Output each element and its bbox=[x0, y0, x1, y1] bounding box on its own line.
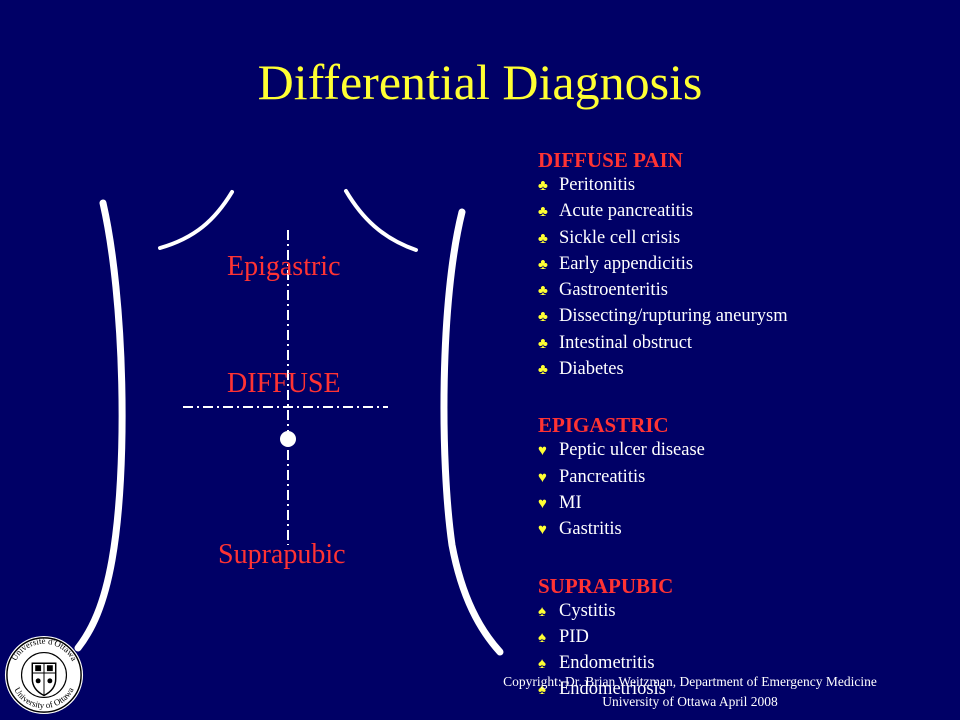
list-item-text: Endometriosis bbox=[559, 679, 666, 700]
list-item: ♣ Intestinal obstruct bbox=[538, 331, 788, 357]
list-item-text: Peptic ulcer disease bbox=[559, 440, 705, 461]
list-item: ♣ Dissecting/rupturing aneurysm bbox=[538, 304, 788, 330]
diagnosis-sections: DIFFUSE PAIN ♣ Peritonitis ♣ Acute pancrea… bbox=[538, 147, 788, 704]
list-item-text: Peritonitis bbox=[559, 175, 636, 195]
list-item: ♥ MI bbox=[538, 491, 788, 517]
list-item: ♠ Endometriosis bbox=[538, 677, 788, 703]
list-item-text: Sickle cell crisis bbox=[559, 227, 681, 248]
list-item: ♣ Early appendicitis bbox=[538, 252, 788, 278]
spade-icon: ♠ bbox=[538, 656, 546, 673]
list-item: ♠ PID bbox=[538, 625, 788, 651]
copyright-line-1: Copyright: Dr. Brian Weitzman, Departmen… bbox=[503, 674, 877, 689]
slide-title: Differential Diagnosis bbox=[257, 54, 703, 110]
list-item: ♣ Gastroenteritis bbox=[538, 278, 788, 304]
list-item: ♥ Peptic ulcer disease bbox=[538, 438, 788, 464]
heart-icon: ♥ bbox=[538, 469, 547, 486]
section-list: ♣ Peritonitis ♣ Acute pancreatitis ♣ Sickle… bbox=[538, 173, 788, 383]
list-item-text: Acute pancreatitis bbox=[559, 201, 694, 222]
torso-right-outline bbox=[440, 208, 504, 656]
list-item-text: Gastritis bbox=[559, 519, 622, 540]
list-item-text: Dissecting/rupturing aneurysm bbox=[559, 306, 788, 327]
spade-icon: ♠ bbox=[538, 629, 546, 646]
spade-icon: ♠ bbox=[538, 603, 546, 620]
list-item-text: Early appendicitis bbox=[559, 253, 694, 274]
left-rib-arc bbox=[158, 190, 234, 250]
region-label-diffuse: DIFFUSE bbox=[227, 368, 341, 399]
heart-icon: ♥ bbox=[538, 443, 547, 460]
section-heading: SUPRAPUBIC bbox=[538, 573, 674, 598]
section-list: ♠ Cystitis ♠ PID ♠ Endometritis ♠ Endometrio… bbox=[538, 599, 788, 704]
club-icon: ♣ bbox=[538, 309, 548, 326]
heart-icon: ♥ bbox=[538, 495, 547, 512]
section-list: ♥Peptic ulcer disease ♥Pancreatitis ♥MI … bbox=[538, 438, 788, 543]
spade-icon: ♠ bbox=[538, 682, 546, 699]
section-heading: DIFFUSE PAIN bbox=[538, 148, 683, 172]
list-item: ♣ Acute pancreatitis bbox=[538, 199, 788, 225]
list-item: ♣ Peritonitis bbox=[538, 173, 788, 199]
club-icon: ♣ bbox=[538, 204, 548, 221]
club-icon: ♣ bbox=[538, 335, 548, 352]
list-item: ♥ Pancreatitis bbox=[538, 465, 788, 491]
club-icon: ♣ bbox=[538, 256, 548, 273]
heart-icon: ♥ bbox=[538, 522, 547, 539]
section-heading: EPIGASTRIC bbox=[538, 413, 669, 438]
club-icon: ♣ bbox=[538, 230, 548, 247]
club-icon: ♣ bbox=[538, 362, 548, 379]
club-icon: ♣ bbox=[538, 283, 548, 300]
list-item-text: Pancreatitis bbox=[559, 466, 646, 487]
university-seal-logo: Université d'Ottawa University of Ottawa bbox=[4, 636, 84, 715]
list-item-text: PID bbox=[559, 626, 589, 647]
region-label-epigastric: Epigastric bbox=[227, 251, 341, 282]
list-item: ♣ Diabetes bbox=[538, 357, 788, 383]
copyright-line-2: University of Ottawa April 2008 bbox=[602, 694, 778, 709]
list-item-text: Gastroenteritis bbox=[559, 280, 668, 301]
section-suprapubic: SUPRAPUBIC ♠ Cystitis ♠ PID ♠ Endometritis … bbox=[538, 573, 788, 704]
list-item-text: Cystitis bbox=[559, 600, 616, 621]
umbilicus-dot bbox=[280, 431, 296, 447]
list-item-text: Intestinal obstruct bbox=[559, 332, 693, 353]
list-item-text: Endometritis bbox=[559, 653, 655, 674]
section-diffuse-pain: DIFFUSE PAIN ♣ Peritonitis ♣ Acute pancrea… bbox=[538, 147, 788, 383]
list-item-text: MI bbox=[559, 492, 582, 513]
list-item: ♠ Cystitis bbox=[538, 599, 788, 625]
club-icon: ♣ bbox=[538, 178, 548, 194]
region-label-suprapubic: Suprapubic bbox=[218, 539, 346, 570]
copyright-notice: Copyright: Dr. Brian Weitzman, Departmen… bbox=[420, 672, 960, 712]
list-item-text: Diabetes bbox=[559, 359, 624, 380]
section-epigastric: EPIGASTRIC ♥ Peptic ulcer disease ♥ Pancre… bbox=[538, 412, 788, 543]
right-rib-arc bbox=[344, 189, 418, 252]
list-item: ♥ Gastritis bbox=[538, 517, 788, 543]
list-item: ♠ Endometritis bbox=[538, 651, 788, 677]
torso-left-outline bbox=[74, 199, 126, 652]
list-item: ♣ Sickle cell crisis bbox=[538, 226, 788, 252]
